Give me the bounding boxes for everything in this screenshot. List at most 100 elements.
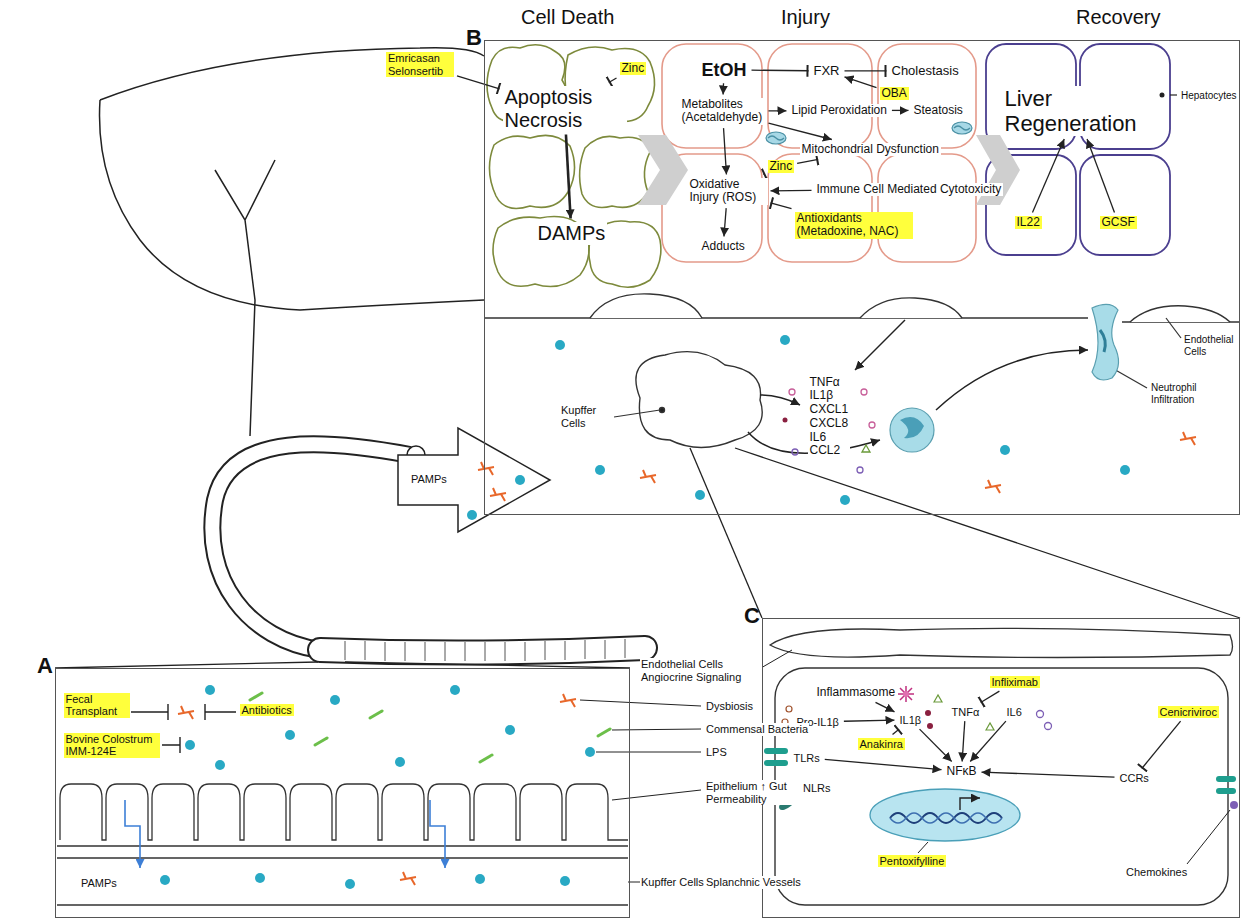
arrow-connector bbox=[982, 772, 1115, 777]
process-text: Apoptosis Necrosis bbox=[503, 86, 627, 132]
node-text: Fecal Transplant bbox=[66, 693, 128, 718]
node-text: TLRs bbox=[794, 752, 820, 765]
annotation-label: Cell Death bbox=[520, 6, 615, 29]
panel-letter: C bbox=[744, 603, 760, 628]
node-text: Bovine Colostrum IMM-124E bbox=[66, 733, 158, 758]
process-text: TNFα bbox=[950, 706, 982, 719]
drug-highlight: IL22 bbox=[1015, 216, 1042, 230]
arrow-connector bbox=[845, 77, 877, 88]
annotation-label: Chemokines bbox=[1125, 866, 1188, 879]
annotation-label: Kupffer Cells bbox=[560, 404, 612, 429]
node-text: Cholestasis bbox=[892, 64, 959, 79]
arrow-connector bbox=[825, 759, 942, 769]
node-text: Lipid Peroxidation bbox=[792, 104, 887, 118]
process-text: TNFα IL1β CXCL1 CXCL8 IL6 CCL2 bbox=[808, 376, 851, 459]
inhibition-connector bbox=[771, 203, 792, 209]
inhibition-connector bbox=[893, 729, 899, 734]
drug-highlight: Zinc bbox=[768, 160, 795, 174]
node-text: Adducts bbox=[702, 240, 745, 254]
node-text: Liver Regeneration bbox=[1005, 86, 1149, 137]
annotation-label: Commensal Bacteria bbox=[705, 723, 809, 736]
bacteria bbox=[640, 432, 1196, 493]
node-text: OBA bbox=[882, 87, 907, 101]
inhibition-connector bbox=[1142, 721, 1181, 768]
annotation-label: Injury bbox=[780, 6, 831, 29]
lps-dots bbox=[555, 335, 1130, 505]
drug-highlight: GCSF bbox=[1100, 216, 1137, 230]
process-text: Mitochondrial Dysfunction bbox=[800, 143, 941, 157]
process-text: NFκB bbox=[945, 765, 979, 779]
panel-box: AFecal TransplantAntibioticsBovine Colos… bbox=[55, 668, 630, 918]
node-text: Apoptosis Necrosis bbox=[505, 86, 625, 132]
neutrophils bbox=[890, 304, 1119, 452]
drug-highlight: Zinc bbox=[620, 62, 647, 76]
node-text: Inflammasome bbox=[817, 686, 896, 700]
mitochondria bbox=[766, 122, 972, 144]
intestine bbox=[320, 639, 645, 661]
arrow-connector bbox=[769, 123, 832, 139]
node-text: Pentoxifylline bbox=[880, 855, 945, 868]
node-text: Oxidative Injury (ROS) bbox=[690, 178, 766, 206]
process-text: Immune Cell Mediated Cytotoxicity bbox=[815, 183, 1004, 197]
node-text: Antioxidants (Metadoxine, NAC) bbox=[797, 212, 911, 240]
sinusoid bbox=[485, 294, 1240, 448]
node-text: Cenicriviroc bbox=[1160, 706, 1217, 719]
drug-highlight: Fecal Transplant bbox=[64, 693, 130, 718]
process-text: EtOH bbox=[700, 60, 749, 81]
liver-outline bbox=[100, 48, 485, 436]
node-text: Anakinra bbox=[860, 738, 903, 751]
node-text: CCRs bbox=[1120, 772, 1149, 785]
arrow-connector bbox=[970, 721, 1006, 761]
node-text: Emricasan Selonsertib bbox=[388, 52, 452, 77]
process-text: Adducts bbox=[700, 240, 747, 254]
process-text: Oxidative Injury (ROS) bbox=[688, 178, 768, 206]
arrow-connector bbox=[892, 110, 909, 111]
annotation-label: LPS bbox=[705, 746, 728, 759]
panel-letter: B bbox=[466, 25, 482, 50]
process-text: Lipid Peroxidation bbox=[790, 104, 889, 118]
process-text: IL6 bbox=[1005, 706, 1024, 719]
recovery-cells bbox=[986, 44, 1177, 255]
arrow-connector bbox=[566, 135, 571, 219]
drug-highlight: Anakinra bbox=[858, 738, 905, 751]
process-text: Steatosis bbox=[912, 104, 965, 118]
zoom-lines bbox=[55, 448, 1240, 668]
annotation-label: PAMPs bbox=[80, 877, 118, 890]
node-text: TNFα bbox=[952, 706, 980, 719]
panel-box: BApoptosis NecrosisDAMPsZincEtOHFXRChole… bbox=[484, 40, 1240, 515]
inhibition-connector bbox=[797, 159, 818, 163]
node-text: Metabolites (Acetaldehyde) bbox=[682, 98, 764, 126]
process-text: FXR bbox=[812, 64, 842, 79]
inhibition-connector bbox=[752, 69, 809, 71]
inflammation-arrows bbox=[748, 320, 1088, 453]
annotation-label: Endothelial Cells Angiocrine Signaling bbox=[640, 658, 762, 683]
drug-highlight: Emricasan Selonsertib bbox=[386, 52, 454, 77]
inhibition-connector bbox=[981, 691, 1000, 702]
node-text: IL6 bbox=[1007, 706, 1022, 719]
process-text: DAMPs bbox=[536, 222, 608, 245]
process-text: IL1β bbox=[898, 714, 924, 727]
drug-highlight: Bovine Colostrum IMM-124E bbox=[64, 733, 160, 758]
cell-death-cells bbox=[487, 45, 661, 287]
arrow-connector bbox=[844, 720, 895, 721]
panel-letter: A bbox=[37, 653, 53, 678]
node-text: Immune Cell Mediated Cytotoxicity bbox=[817, 183, 1002, 197]
node-text: Antibiotics bbox=[242, 704, 292, 717]
process-text: Cholestasis bbox=[890, 64, 961, 79]
annotation-label: Dysbiosis bbox=[705, 700, 754, 713]
drug-highlight: Infliximab bbox=[990, 676, 1040, 689]
arrow-connector bbox=[724, 208, 726, 236]
annotation-label: Neutrophil Infiltration bbox=[1150, 382, 1210, 405]
node-text: FXR bbox=[814, 64, 840, 79]
arrow-connector bbox=[722, 83, 724, 94]
injury-cells bbox=[662, 44, 976, 262]
drug-highlight: OBA bbox=[880, 87, 909, 101]
pamps-arrow bbox=[398, 428, 550, 532]
annotation-label: NLRs bbox=[802, 782, 832, 795]
process-text: Inflammasome bbox=[815, 686, 898, 700]
drug-highlight: Cenicriviroc bbox=[1158, 706, 1219, 719]
node-text: GCSF bbox=[1102, 216, 1135, 230]
node-text: Steatosis bbox=[914, 104, 963, 118]
